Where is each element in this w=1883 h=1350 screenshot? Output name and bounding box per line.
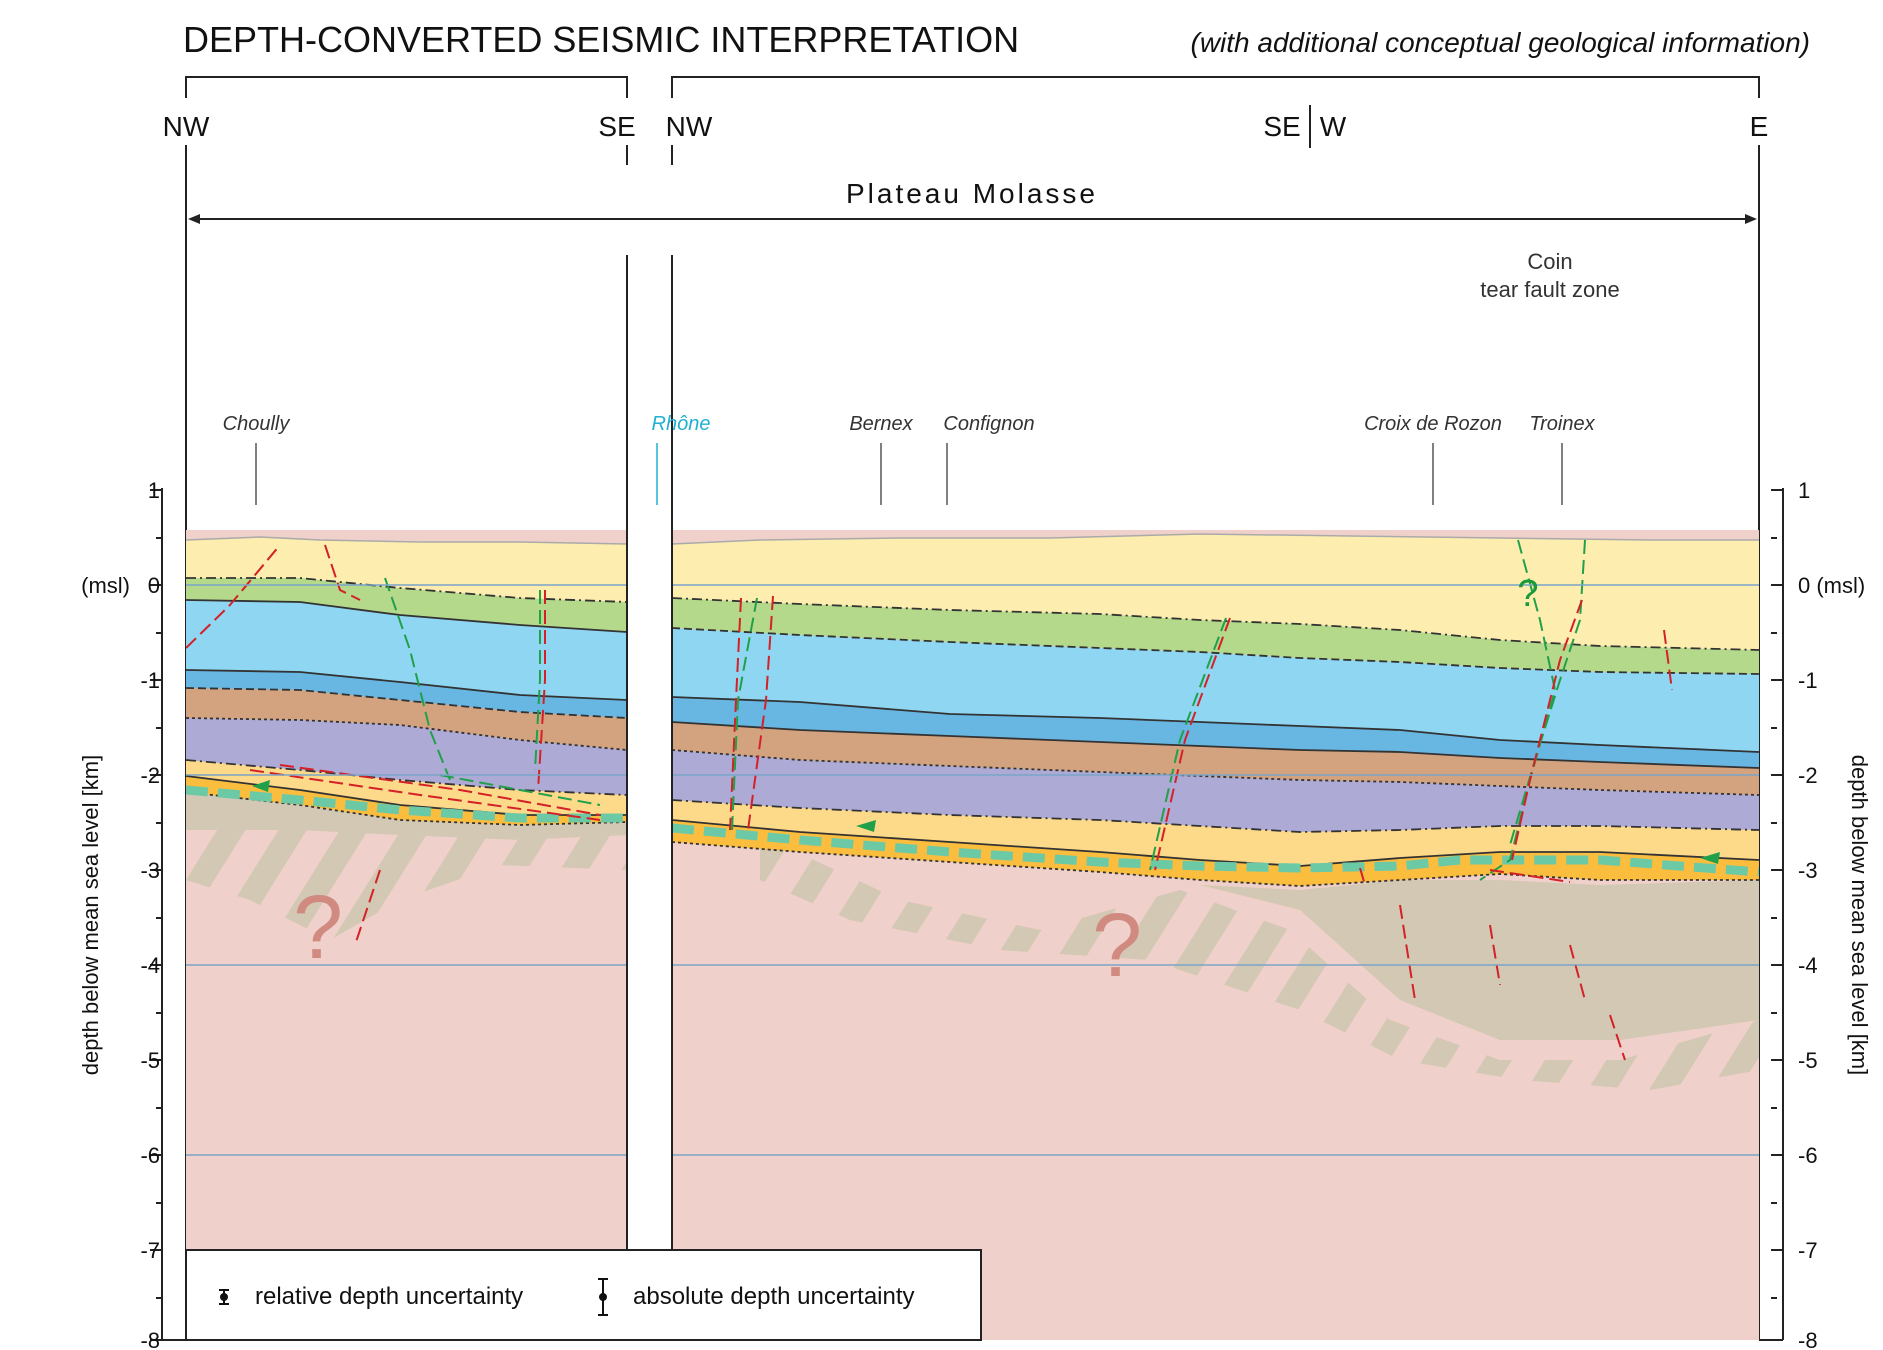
- midblue-unit-right: [672, 697, 1759, 768]
- tick-right-m7: -7: [1798, 1238, 1818, 1263]
- tick-right-m8: -8: [1798, 1328, 1818, 1350]
- right-panel-geology: [672, 530, 1759, 1340]
- coin-note-line1: Coin: [1527, 249, 1572, 274]
- locality-choully: Choully: [223, 413, 291, 435]
- relative-uncertainty-icon: [219, 1289, 229, 1305]
- locality-rhone: Rhône: [652, 413, 711, 435]
- lightblue-unit-right: [672, 628, 1759, 752]
- tick-right-m5: -5: [1798, 1048, 1818, 1073]
- lavender-unit-left: [186, 718, 627, 795]
- figure-subtitle: (with additional conceptual geological i…: [1191, 27, 1810, 58]
- grey-basement-left: [186, 790, 627, 840]
- reference-depth-lines: [186, 584, 1759, 1156]
- rhone-gap: [628, 530, 671, 1340]
- midblue-unit-left: [186, 670, 627, 718]
- molasse-left: [186, 537, 627, 602]
- left-panel-geology: [186, 530, 627, 1340]
- tick-left-0: 0: [148, 573, 160, 598]
- tick-left-m4: -4: [140, 953, 160, 978]
- figure-title: DEPTH-CONVERTED SEISMIC INTERPRETATION: [183, 19, 1019, 60]
- orange-unit-right: [672, 820, 1759, 886]
- green-unit-right: [672, 598, 1759, 674]
- locality-troinex: Troinex: [1529, 413, 1595, 435]
- right-axis: [1759, 488, 1784, 1341]
- grey-basement-right: [1120, 870, 1759, 1040]
- green-unit-left: [186, 578, 627, 632]
- locality-croix-de-rozon: Croix de Rozon: [1364, 413, 1502, 435]
- question-mark-green: ?: [1517, 573, 1538, 615]
- right-axis-label: depth below mean sea level [km]: [1847, 755, 1872, 1075]
- region-extent-arrow: [188, 214, 1757, 224]
- direction-se-right: SE: [1263, 111, 1300, 142]
- tick-right-0: 0 (msl): [1798, 573, 1865, 598]
- tan-unit-right: [672, 722, 1759, 795]
- left-axis-label: depth below mean sea level [km]: [78, 755, 103, 1075]
- locality-bernex: Bernex: [849, 413, 913, 435]
- left-axis: [150, 488, 186, 1341]
- direction-w-right: W: [1320, 111, 1347, 142]
- locality-confignon: Confignon: [943, 413, 1034, 435]
- tick-left-m7: -7: [140, 1238, 160, 1263]
- lavender-unit-right: [672, 750, 1759, 832]
- legend-absolute: absolute depth uncertainty: [633, 1283, 915, 1310]
- direction-se-left: SE: [598, 111, 635, 142]
- region-label: Plateau Molasse: [846, 178, 1098, 209]
- tick-right-m4: -4: [1798, 953, 1818, 978]
- tick-left-m1: -1: [140, 668, 160, 693]
- locality-markers: [255, 443, 1563, 505]
- direction-e-right: E: [1750, 111, 1769, 142]
- lightorange-unit-right: [672, 800, 1759, 866]
- tick-right-m6: -6: [1798, 1143, 1818, 1168]
- direction-nw-left: NW: [163, 111, 210, 142]
- tick-right-m1: -1: [1798, 668, 1818, 693]
- hatch-zone-right: [760, 835, 1759, 1090]
- tick-right-m3: -3: [1798, 858, 1818, 883]
- tick-left-msl-label: (msl): [81, 573, 130, 598]
- question-mark-right: ?: [1092, 896, 1142, 996]
- legend-relative: relative depth uncertainty: [255, 1283, 523, 1310]
- tick-left-m3: -3: [140, 858, 160, 883]
- tick-left-m8: -8: [140, 1328, 160, 1350]
- tick-left-m5: -5: [140, 1048, 160, 1073]
- tick-left-m6: -6: [140, 1143, 160, 1168]
- question-mark-left: ?: [293, 878, 343, 978]
- tick-left-1: 1: [148, 478, 160, 503]
- panel-separators: [626, 255, 673, 1340]
- direction-nw-right: NW: [666, 111, 713, 142]
- absolute-uncertainty-icon: [598, 1278, 608, 1316]
- lightorange-unit-left: [186, 760, 627, 815]
- molasse-right: [672, 534, 1759, 650]
- tan-unit-left: [186, 688, 627, 750]
- tick-right-m2: -2: [1798, 763, 1818, 788]
- legend-box: relative depth uncertainty absolute dept…: [185, 1249, 982, 1341]
- tick-right-1: 1: [1798, 478, 1810, 503]
- coin-note-line2: tear fault zone: [1480, 277, 1619, 302]
- tick-left-m2: -2: [140, 763, 160, 788]
